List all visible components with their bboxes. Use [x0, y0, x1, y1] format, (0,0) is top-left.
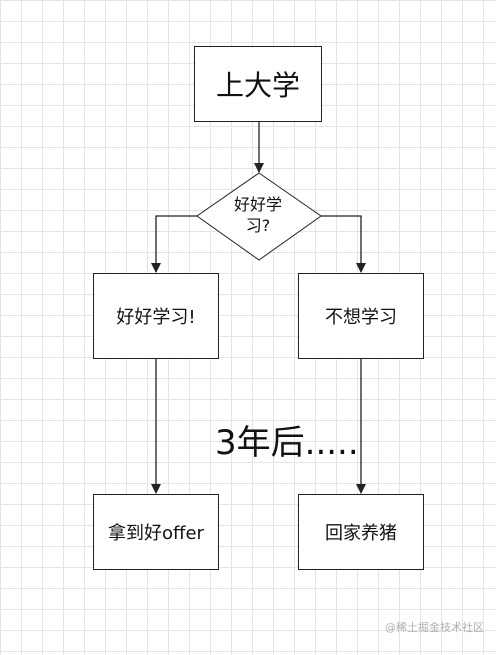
- watermark: @稀土掘金技术社区: [385, 621, 484, 634]
- time-annotation: 3年后.....: [215, 423, 359, 463]
- pig-node[interactable]: 回家养猪: [298, 494, 424, 570]
- offer-label: 拿到好offer: [108, 523, 204, 544]
- start-node-label: 上大学: [215, 69, 300, 102]
- arrow-decision-to-nostudy: [321, 215, 366, 273]
- start-node[interactable]: 上大学: [194, 46, 322, 122]
- decision-diamond[interactable]: [196, 172, 322, 261]
- offer-node[interactable]: 拿到好offer: [93, 494, 219, 570]
- no-study-node[interactable]: 不想学习: [298, 273, 424, 359]
- arrow-decision-to-study: [151, 215, 197, 273]
- study-hard-label: 好好学习!: [116, 307, 196, 328]
- no-study-label: 不想学习: [325, 307, 397, 328]
- decision-label: 好好学习?: [233, 195, 282, 235]
- study-hard-node[interactable]: 好好学习!: [93, 273, 219, 359]
- pig-label: 回家养猪: [325, 523, 397, 544]
